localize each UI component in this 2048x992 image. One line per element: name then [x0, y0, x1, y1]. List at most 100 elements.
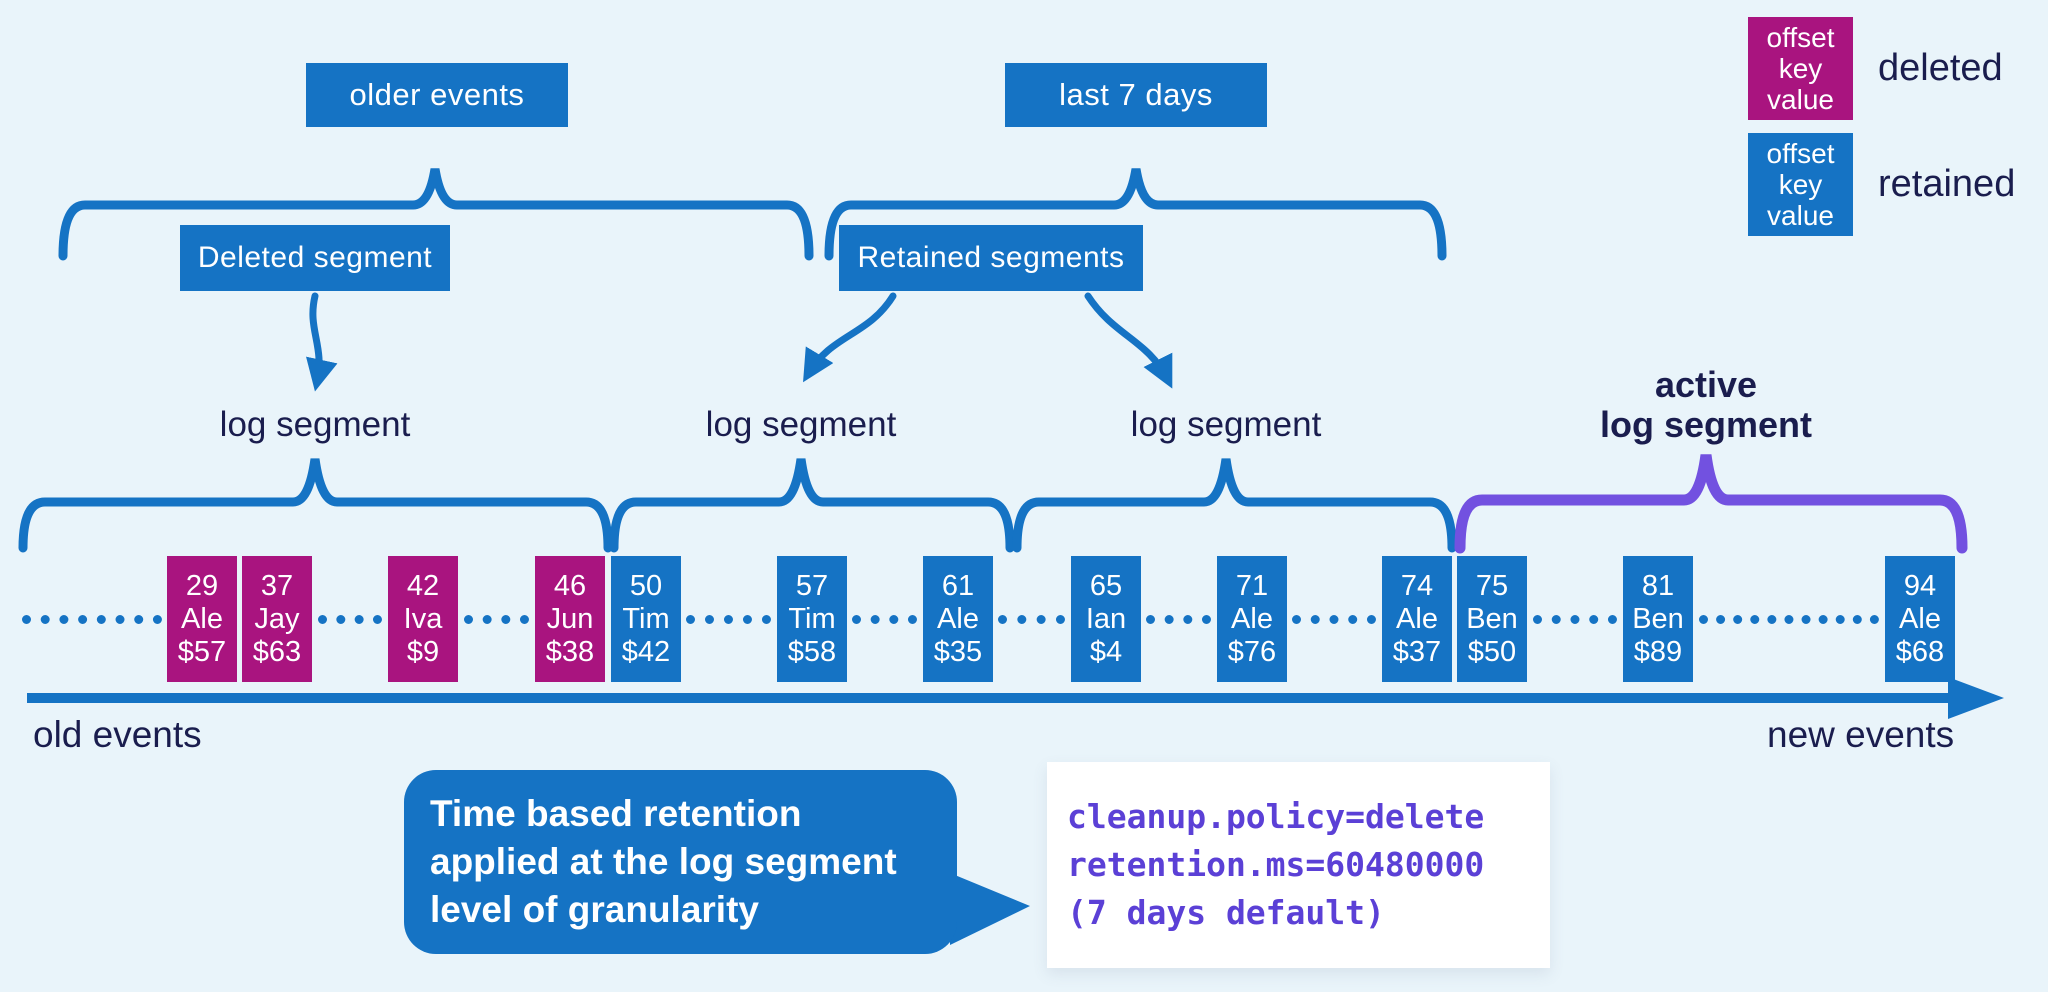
label-log-segment-3: log segment	[1130, 405, 1322, 444]
config-default-note: (7 days default)	[1067, 893, 1385, 932]
brace-last-7-days	[824, 168, 1447, 261]
event-offset: 61	[941, 569, 975, 602]
event-offset: 75	[1475, 569, 1509, 602]
event-key: Ben	[1632, 602, 1684, 635]
dotted-connector	[686, 615, 771, 624]
event-key: Ian	[1085, 602, 1127, 635]
event-value: $38	[545, 635, 595, 668]
legend-deleted-record: offset key value	[1748, 17, 1853, 120]
callout-line1: Time based retention	[430, 793, 802, 834]
axis-new-events: new events	[1767, 714, 1955, 755]
event-key: Ale	[937, 602, 979, 635]
event-offset: 29	[185, 569, 219, 602]
config-retention-ms: retention.ms=60480000	[1067, 845, 1485, 884]
legend-deleted-offset: offset	[1766, 22, 1835, 53]
event-value: $35	[933, 635, 983, 668]
dotted-connector	[1292, 615, 1376, 624]
label-active-line2: log segment	[1599, 404, 1813, 445]
dotted-connector	[1533, 615, 1617, 624]
timeline-arrowhead	[1948, 677, 2004, 719]
event-offset: 50	[629, 569, 663, 602]
event-key: Ale	[1396, 602, 1438, 635]
event-key: Ale	[181, 602, 223, 635]
dotted-connector	[1146, 615, 1211, 624]
config-code-card: cleanup.policy=delete retention.ms=60480…	[1047, 762, 1550, 968]
callout-tail	[950, 873, 1030, 945]
event-offset: 46	[553, 569, 587, 602]
legend-retained-value: value	[1767, 200, 1834, 231]
event-value: $58	[787, 635, 837, 668]
event-key: Tim	[622, 602, 670, 635]
event-offset: 81	[1641, 569, 1675, 602]
event-value: $9	[406, 635, 440, 668]
legend-deleted-key: key	[1778, 53, 1823, 84]
callout-line3: level of granularity	[430, 889, 759, 930]
legend-deleted-label: deleted	[1878, 47, 2003, 89]
tag-last-7-days-label: last 7 days	[1059, 77, 1213, 112]
brace-log-segment-1	[18, 458, 613, 553]
event-key: Ale	[1899, 602, 1941, 635]
brace-older-events	[58, 168, 814, 261]
legend-retained-key: key	[1778, 169, 1823, 200]
dotted-connector	[852, 615, 917, 624]
event-key: Tim	[788, 602, 836, 635]
event-key: Ale	[1231, 602, 1273, 635]
tag-deleted-segment-label: Deleted segment	[197, 241, 433, 274]
label-log-segment-1: log segment	[219, 405, 411, 444]
event-key: Jay	[254, 602, 300, 635]
config-cleanup-policy: cleanup.policy=delete	[1067, 797, 1485, 836]
dotted-connector	[464, 615, 529, 624]
callout-line2: applied at the log segment	[430, 841, 897, 882]
event-key: Ben	[1466, 602, 1518, 635]
dotted-connector	[998, 615, 1065, 624]
event-offset: 74	[1400, 569, 1434, 602]
label-log-segment-2: log segment	[705, 405, 897, 444]
dotted-connector	[22, 615, 162, 624]
callout-bubble: Time based retention applied at the log …	[404, 770, 957, 954]
legend-retained-record: offset key value	[1748, 133, 1853, 236]
legend-retained-offset: offset	[1766, 138, 1835, 169]
event-offset: 37	[260, 569, 294, 602]
event-value: $42	[621, 635, 671, 668]
axis-old-events: old events	[33, 714, 202, 755]
event-key: Jun	[546, 602, 594, 635]
event-value: $68	[1895, 635, 1945, 668]
legend-retained-label: retained	[1878, 163, 2016, 205]
event-value: $76	[1227, 635, 1277, 668]
arrow-retained-right	[1084, 292, 1173, 389]
arrow-deleted-segment	[306, 292, 338, 392]
dotted-connector	[1699, 615, 1879, 624]
brace-log-segment-3	[1012, 458, 1457, 553]
event-offset: 71	[1235, 569, 1269, 602]
tag-deleted-segment: Deleted segment	[180, 225, 450, 291]
tag-older-events-label: older events	[349, 77, 525, 112]
event-value: $4	[1089, 635, 1123, 668]
event-value: $57	[177, 635, 227, 668]
event-value: $37	[1392, 635, 1442, 668]
event-offset: 94	[1903, 569, 1937, 602]
brace-active-log-segment	[1454, 454, 1968, 554]
label-active-log-segment: active log segment	[1600, 365, 1812, 445]
brace-log-segment-2	[609, 458, 1015, 553]
event-key: Iva	[403, 602, 443, 635]
tag-older-events: older events	[306, 63, 568, 127]
event-offset: 57	[795, 569, 829, 602]
tag-last-7-days: last 7 days	[1005, 63, 1267, 127]
event-value: $89	[1633, 635, 1683, 668]
label-active-line1: active	[1654, 364, 1758, 405]
dotted-connector	[318, 615, 382, 624]
